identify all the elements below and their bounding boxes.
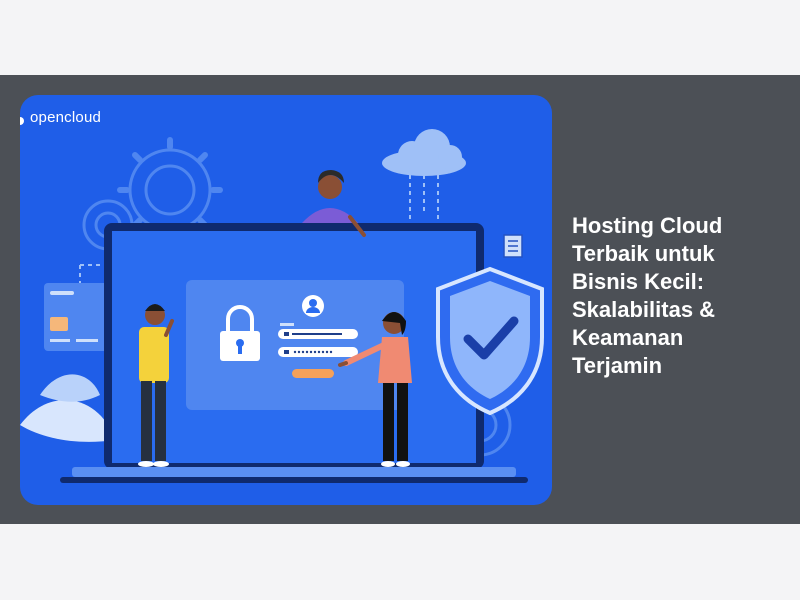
document-icon xyxy=(503,234,523,258)
person-top xyxy=(302,170,366,237)
logo-mark xyxy=(20,117,24,125)
login-button xyxy=(292,369,334,378)
cloud-icon xyxy=(382,129,466,176)
headline-line: Hosting Cloud xyxy=(572,213,723,238)
headline-line: Terbaik untuk xyxy=(572,241,715,266)
credit-card-icon xyxy=(44,283,114,351)
login-panel xyxy=(186,280,404,410)
headline-line: Terjamin xyxy=(572,353,663,378)
brand-logo: opencloud xyxy=(30,109,102,126)
lock-icon xyxy=(220,305,260,361)
person-left xyxy=(138,304,174,467)
page-top-area xyxy=(0,0,800,75)
shield-check-icon xyxy=(436,266,544,416)
person-right xyxy=(338,312,412,467)
user-icon xyxy=(302,295,324,317)
leaf-icon xyxy=(20,374,115,442)
illustration-artwork xyxy=(20,129,544,483)
article-banner: opencloud Hosting Cloud Terbaik untuk Bi… xyxy=(0,75,800,524)
headline-line: Bisnis Kecil: xyxy=(572,269,705,294)
page-bottom-area xyxy=(0,524,800,600)
hero-illustration: opencloud xyxy=(20,95,552,505)
headline-line: Keamanan xyxy=(572,325,684,350)
article-headline[interactable]: Hosting Cloud Terbaik untuk Bisnis Kecil… xyxy=(572,212,782,380)
headline-line: Skalabilitas & xyxy=(572,297,716,322)
